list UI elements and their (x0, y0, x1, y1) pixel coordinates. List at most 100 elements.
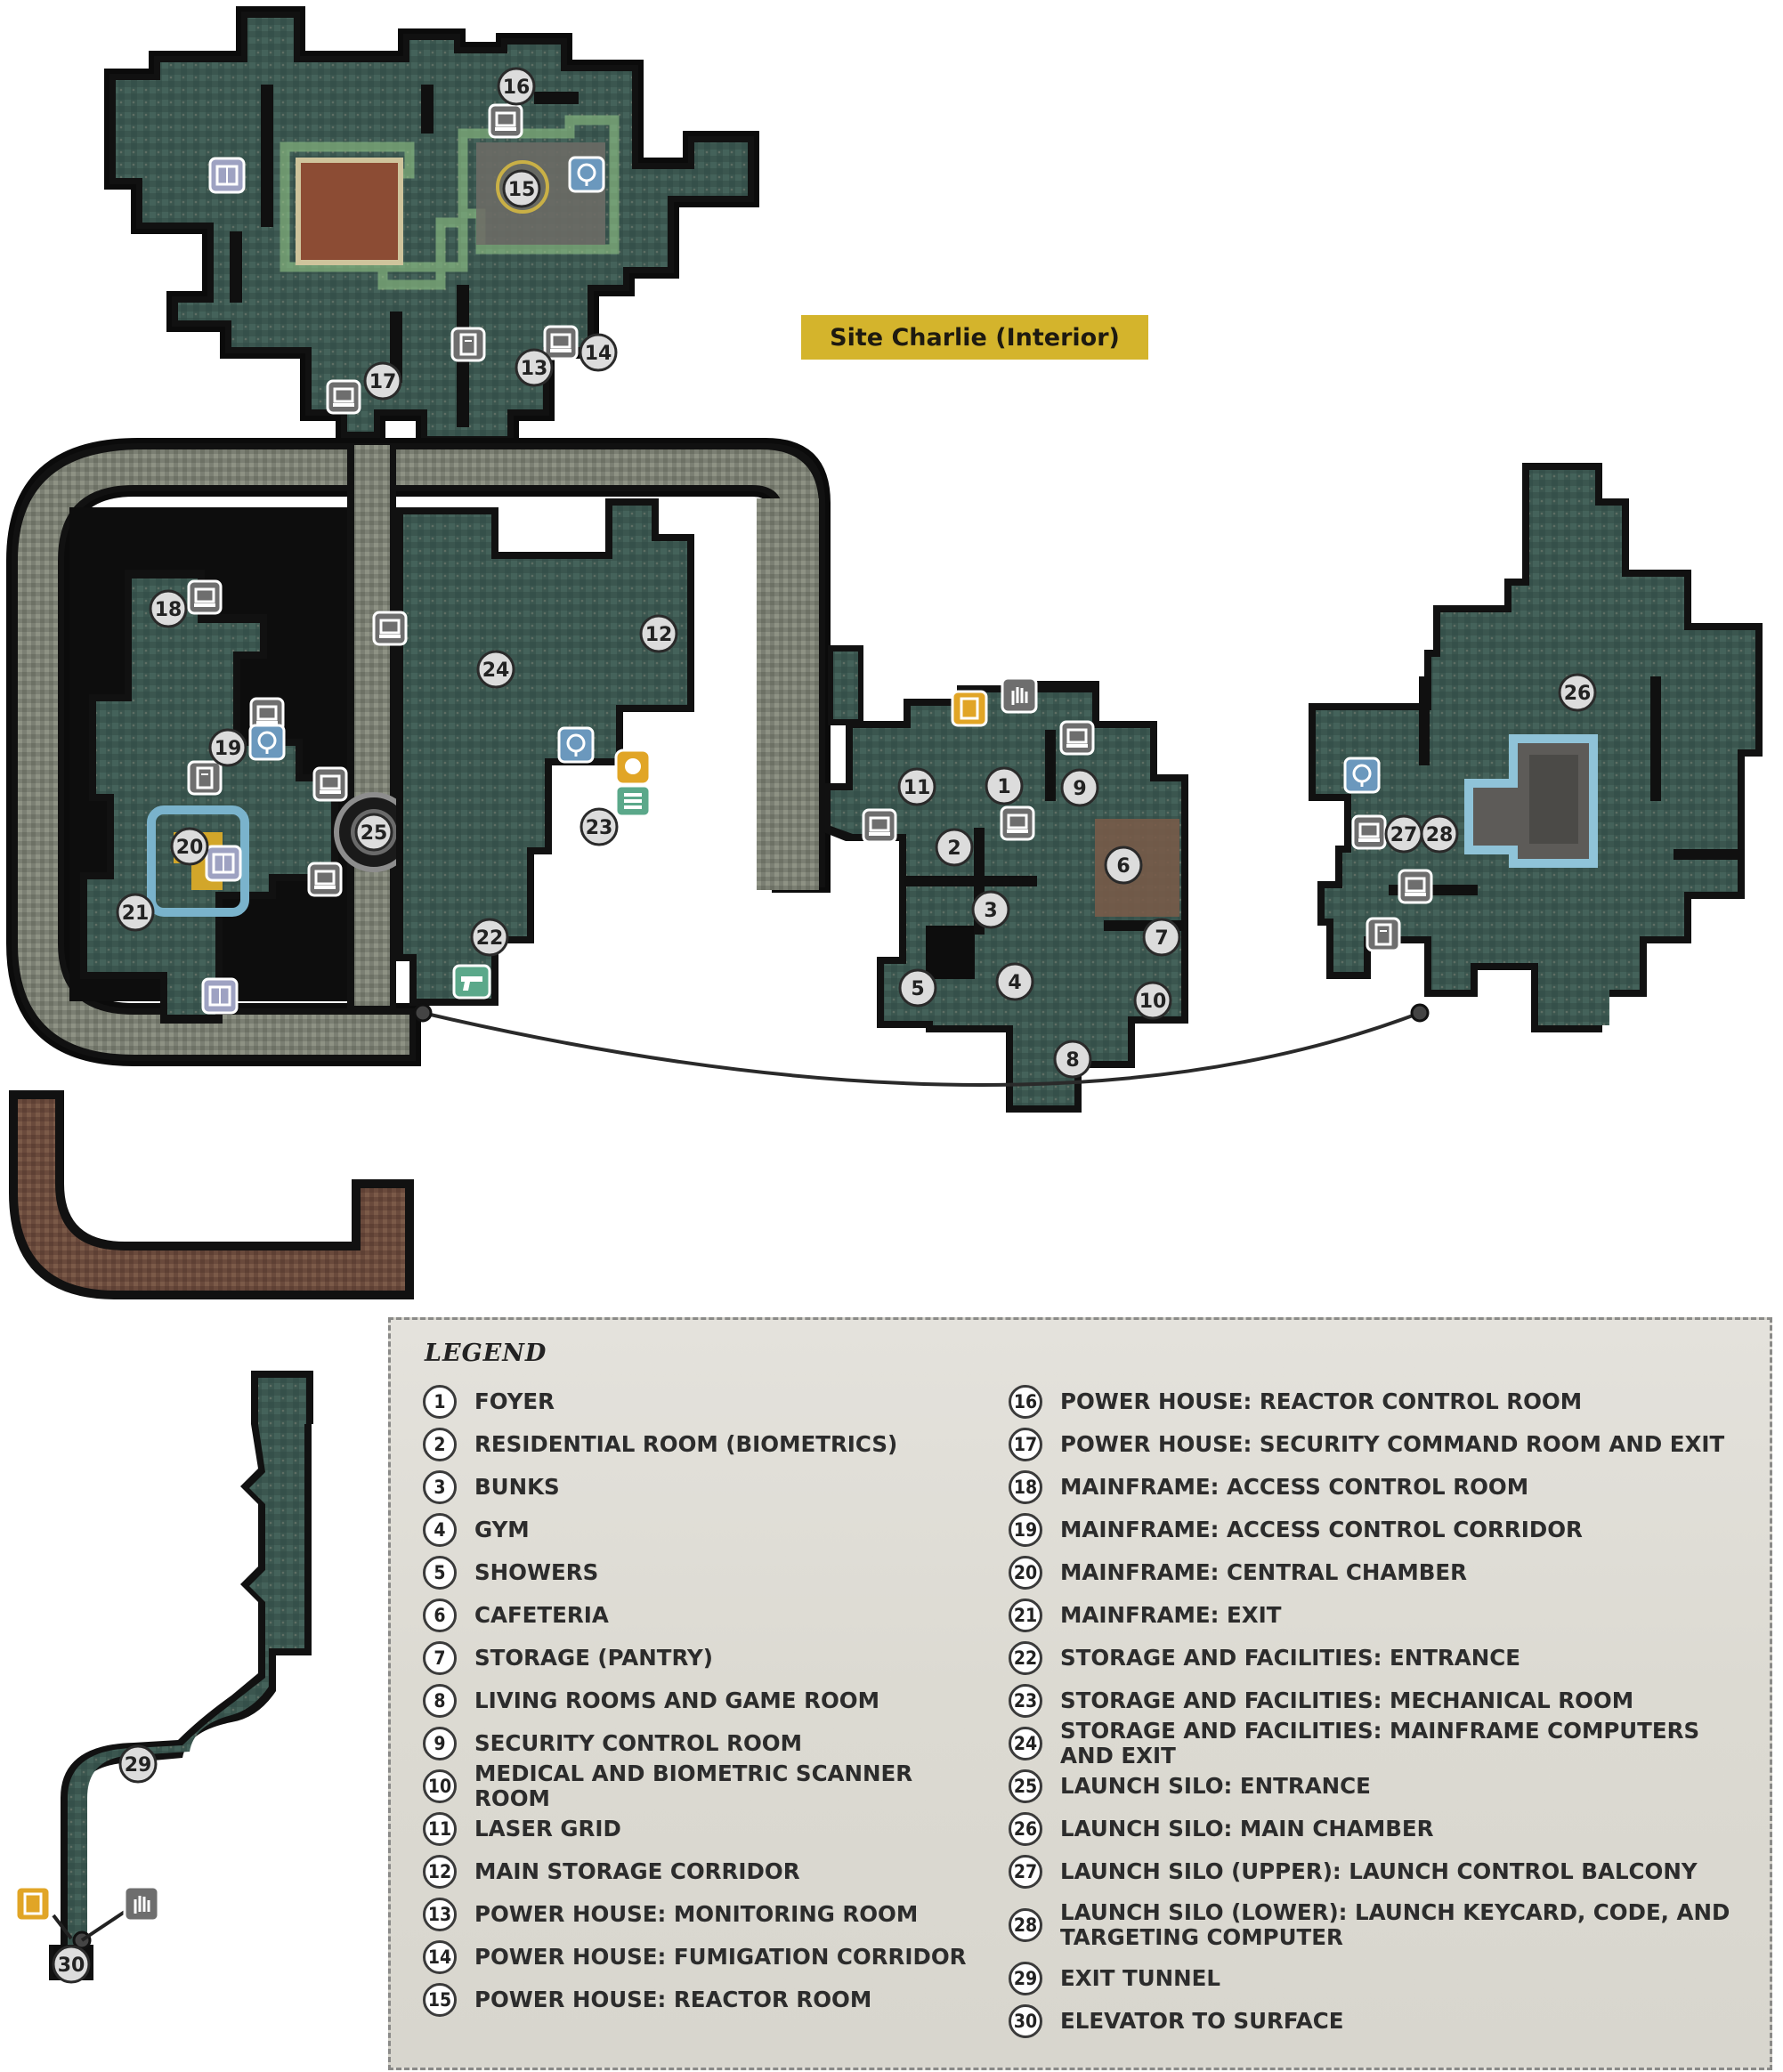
hand-icon[interactable] (123, 1885, 160, 1922)
legend-number-badge: 12 (423, 1855, 457, 1889)
room-marker-9[interactable] (1060, 768, 1099, 807)
room-marker-6[interactable] (1104, 846, 1143, 885)
legend-number-badge: 21 (1009, 1599, 1042, 1632)
room-marker-7[interactable] (1142, 918, 1181, 957)
room-marker-22[interactable] (470, 918, 509, 957)
room-marker-26[interactable] (1558, 673, 1597, 712)
terminal-icon[interactable] (488, 103, 523, 139)
legend-label: STORAGE AND FACILITIES: MAINFRAME COMPUT… (1060, 1718, 1700, 1768)
legend-number-badge: 19 (1009, 1513, 1042, 1547)
room-marker-label: 24 (482, 660, 510, 682)
bobblehead-icon[interactable] (568, 156, 605, 193)
bobblehead-icon[interactable] (1343, 757, 1381, 794)
legend-number-badge: 28 (1009, 1908, 1042, 1942)
terminal-icon[interactable] (372, 611, 408, 646)
terminal-icon[interactable] (187, 579, 223, 615)
terminal-icon[interactable] (1351, 814, 1387, 850)
legend-number-badge: 27 (1009, 1855, 1042, 1889)
room-marker-20[interactable] (170, 827, 209, 866)
legend-label: RESIDENTIAL ROOM (BIOMETRICS) (474, 1431, 898, 1457)
terminal-icon[interactable] (1059, 720, 1095, 756)
room-marker-label: 12 (645, 624, 673, 646)
mainframe-storage-area (6, 438, 863, 1066)
holotape-icon[interactable] (951, 690, 988, 727)
room-marker-16[interactable] (497, 67, 536, 106)
note-icon[interactable] (1366, 917, 1401, 952)
terminal-icon[interactable] (312, 766, 348, 802)
room-marker-label: 17 (369, 371, 397, 393)
terminal-icon[interactable] (862, 808, 897, 844)
legend-item: 24 STORAGE AND FACILITIES: MAINFRAME COMP… (1009, 1718, 1755, 1768)
legend-number-badge: 20 (1009, 1556, 1042, 1590)
legend-label: MAINFRAME: EXIT (1060, 1602, 1282, 1628)
room-marker-3[interactable] (971, 890, 1010, 929)
magazine-icon[interactable] (201, 977, 239, 1015)
room-marker-29[interactable] (118, 1744, 158, 1784)
room-marker-4[interactable] (995, 962, 1034, 1001)
hazmat-icon[interactable] (614, 749, 652, 786)
ammo-icon[interactable] (614, 784, 652, 818)
bobblehead-icon[interactable] (248, 724, 286, 761)
terminal-icon[interactable] (249, 697, 285, 732)
route-line (422, 1011, 1421, 1087)
room-marker-15[interactable] (502, 169, 541, 208)
terminal-icon[interactable] (1398, 869, 1433, 904)
terminal-icon[interactable] (326, 379, 361, 415)
room-marker-1[interactable] (985, 766, 1024, 805)
room-marker-label: 22 (476, 927, 504, 950)
hand-icon[interactable] (1001, 676, 1038, 714)
room-marker-18[interactable] (149, 589, 188, 628)
room-marker-21[interactable] (116, 893, 155, 932)
terminal-icon[interactable] (307, 862, 343, 897)
legend-label: EXIT TUNNEL (1060, 1965, 1220, 1991)
room-marker-label: 13 (521, 358, 548, 380)
room-marker-2[interactable] (935, 828, 974, 867)
room-marker-8[interactable] (1053, 1040, 1092, 1079)
legend-label: MEDICAL AND BIOMETRIC SCANNER ROOM (474, 1760, 913, 1811)
room-marker-label: 5 (911, 978, 924, 1000)
note-icon[interactable] (450, 327, 486, 362)
legend-number-badge: 23 (1009, 1684, 1042, 1718)
legend-label: POWER HOUSE: MONITORING ROOM (474, 1901, 919, 1927)
legend-number-badge: 1 (423, 1385, 457, 1419)
legend-label: ELEVATOR TO SURFACE (1060, 2008, 1344, 2034)
magazine-icon[interactable] (205, 845, 242, 882)
room-marker-11[interactable] (897, 767, 936, 806)
terminal-icon[interactable] (543, 325, 579, 360)
room-marker-28[interactable] (1420, 814, 1459, 854)
holotape-icon[interactable] (14, 1885, 52, 1922)
room-marker-12[interactable] (639, 614, 678, 653)
room-marker-10[interactable] (1133, 981, 1172, 1020)
room-marker-5[interactable] (898, 968, 937, 1008)
room-marker-label: 30 (58, 1955, 85, 1977)
room-marker-label: 29 (125, 1754, 152, 1777)
room-marker-13[interactable] (515, 348, 554, 387)
room-marker-17[interactable] (363, 361, 402, 401)
room-marker-25[interactable] (354, 813, 393, 852)
room-marker-label: 11 (904, 777, 931, 799)
legend-number-badge: 24 (1009, 1727, 1042, 1760)
legend-label: MAINFRAME: ACCESS CONTROL CORRIDOR (1060, 1517, 1583, 1542)
note-icon[interactable] (187, 760, 223, 796)
room-marker-14[interactable] (579, 333, 618, 372)
legend-item: 19 MAINFRAME: ACCESS CONTROL CORRIDOR (1009, 1509, 1755, 1551)
pistol-icon[interactable] (452, 964, 491, 1000)
legend-label: LAUNCH SILO (UPPER): LAUNCH CONTROL BALC… (1060, 1858, 1698, 1884)
room-marker-19[interactable] (208, 728, 247, 767)
magazine-icon[interactable] (208, 157, 246, 194)
room-marker-23[interactable] (579, 807, 619, 846)
legend-label: MAIN STORAGE CORRIDOR (474, 1858, 800, 1884)
legend-label: SECURITY CONTROL ROOM (474, 1730, 802, 1756)
bobblehead-icon[interactable] (557, 726, 595, 764)
room-marker-24[interactable] (476, 650, 515, 689)
room-markers: 1234567891011121314151617181920212223242… (52, 67, 1597, 1984)
room-marker-30[interactable] (52, 1945, 91, 1984)
terminal-icon[interactable] (1000, 805, 1035, 841)
room-marker-label: 6 (1116, 855, 1130, 878)
residential-area (823, 681, 1188, 1113)
